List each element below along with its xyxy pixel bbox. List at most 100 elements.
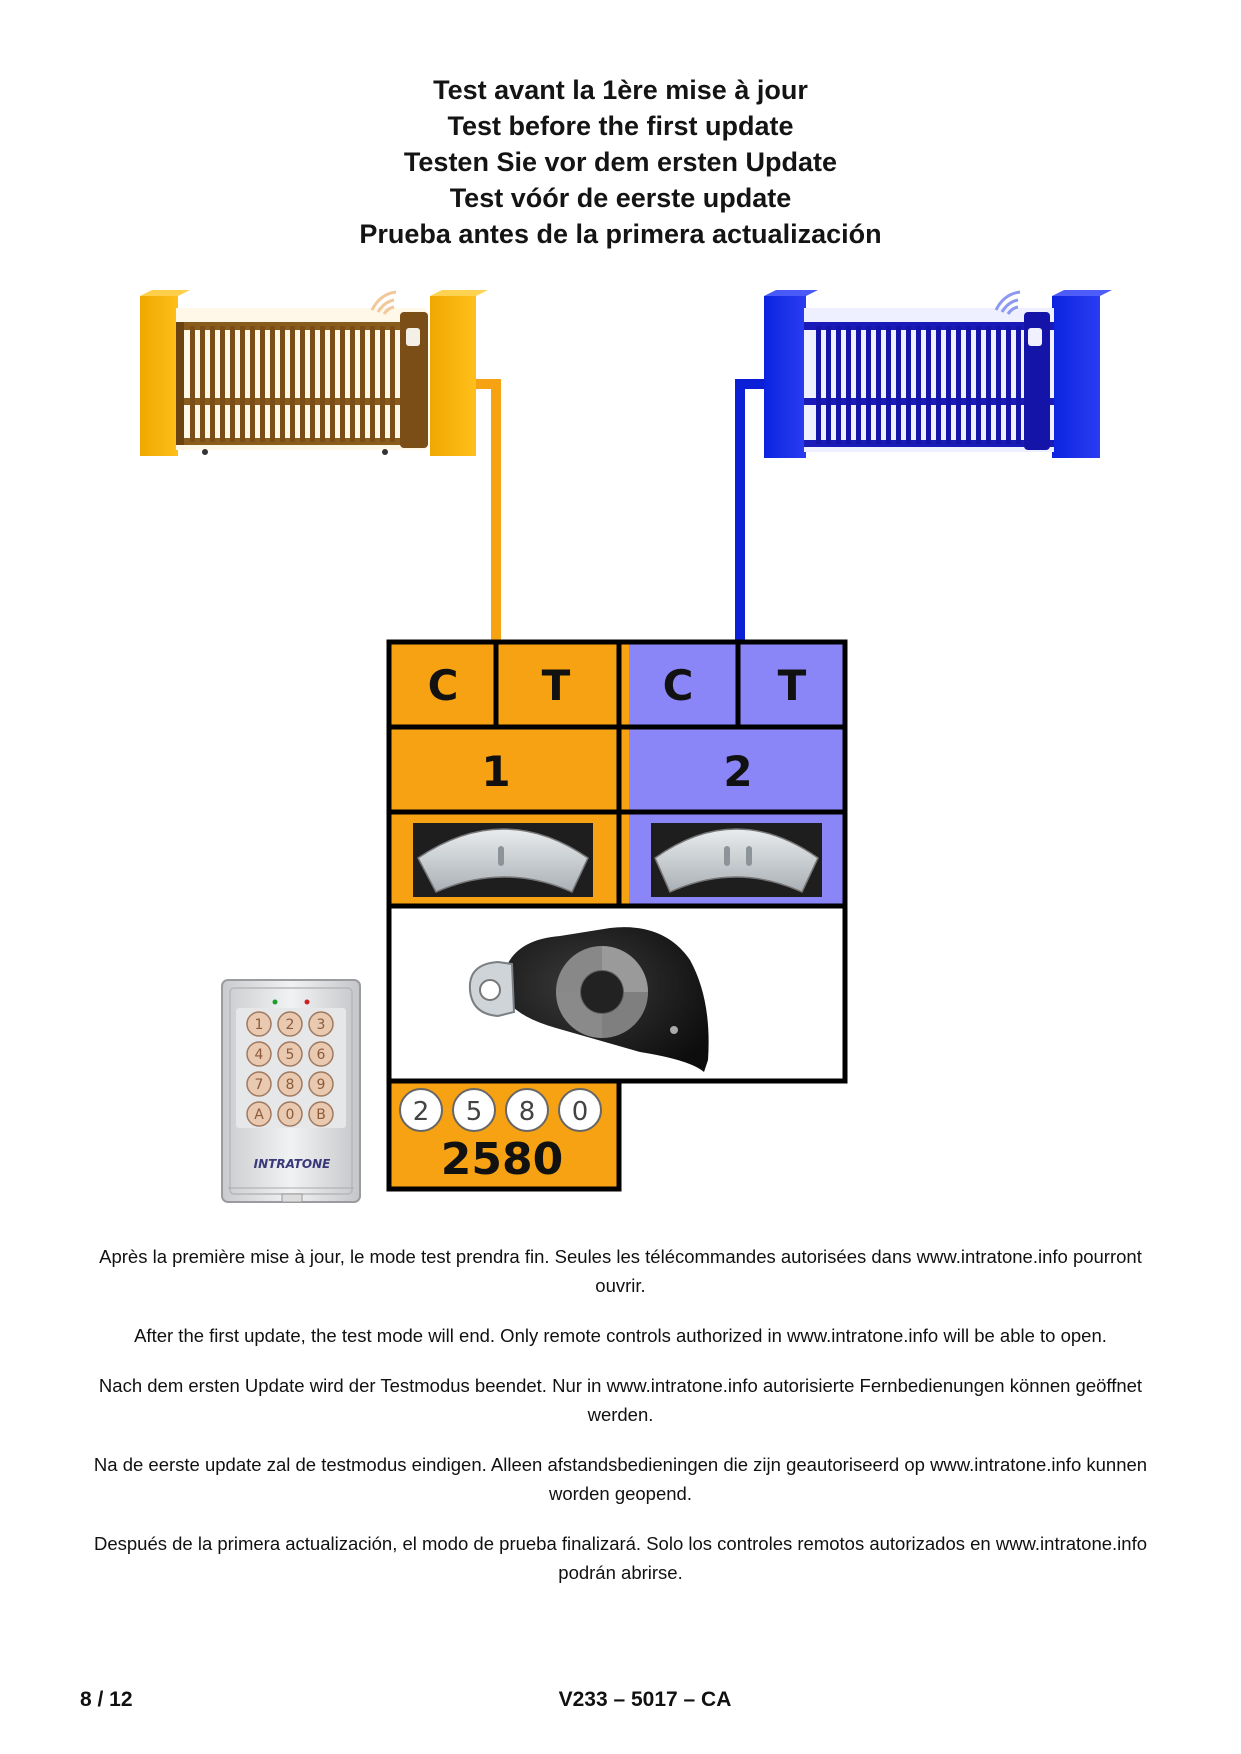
keypad-key bbox=[246, 1071, 272, 1097]
gate-bar bbox=[856, 326, 861, 444]
label-c-1: C bbox=[428, 661, 459, 710]
remote-button-1-icon bbox=[413, 823, 593, 897]
remote-button-2-icon bbox=[651, 823, 822, 897]
gate-bar bbox=[350, 326, 355, 442]
gate-bar bbox=[240, 326, 245, 442]
keypad-brand: INTRATONE bbox=[254, 1157, 332, 1171]
document-reference: V233 – 5017 – CA bbox=[558, 1688, 732, 1711]
gate-bar bbox=[190, 326, 195, 442]
gate-blue-post-left bbox=[764, 296, 806, 458]
keypad-key bbox=[308, 1041, 334, 1067]
gate-bar bbox=[320, 326, 325, 442]
gate-orange-post-left bbox=[140, 296, 178, 456]
gate-bar bbox=[866, 326, 871, 444]
keypad-key bbox=[246, 1041, 272, 1067]
keypad-led-green bbox=[272, 999, 278, 1005]
keypad-key-label: 0 bbox=[286, 1107, 295, 1123]
keypad-led-red bbox=[304, 999, 310, 1005]
gate-blue-post-right bbox=[1052, 296, 1100, 458]
wire-blue bbox=[735, 379, 764, 642]
code-key-8: 8 bbox=[519, 1097, 536, 1127]
gate-bar bbox=[886, 326, 891, 444]
keypad-key-label: 8 bbox=[286, 1077, 295, 1093]
channel-2-label: 2 bbox=[723, 747, 752, 796]
gate-bar bbox=[290, 326, 295, 442]
keypad-key bbox=[277, 1011, 303, 1037]
keypad-key bbox=[277, 1041, 303, 1067]
wiring-diagram: C T C T 1 2 bbox=[140, 290, 1112, 1203]
label-c-2: C bbox=[663, 661, 694, 710]
wire-orange bbox=[476, 379, 501, 642]
gate-bar bbox=[330, 326, 335, 442]
code-key-5: 5 bbox=[466, 1097, 483, 1127]
keypad-key-label: 5 bbox=[286, 1047, 295, 1063]
gate-bar bbox=[876, 326, 881, 444]
test-code: 2580 bbox=[441, 1134, 563, 1185]
keypad-key bbox=[246, 1101, 272, 1127]
label-t-1: T bbox=[542, 661, 571, 710]
gate-bar bbox=[280, 326, 285, 442]
keypad-key bbox=[308, 1101, 334, 1127]
keypad-device: 1 2 3 4 5 6 7 8 9A 0 B INTRATONE bbox=[221, 979, 361, 1203]
keypad-key-label: 9 bbox=[317, 1077, 326, 1093]
title-fr: Test avant la 1ère mise à jour bbox=[433, 75, 808, 105]
gate-bar bbox=[340, 326, 345, 442]
key-fob-icon bbox=[468, 927, 709, 1072]
code-key-0: 0 bbox=[572, 1097, 589, 1127]
keypad-key-label: 4 bbox=[255, 1047, 264, 1063]
gate-bar bbox=[986, 326, 991, 444]
gate-bar bbox=[260, 326, 265, 442]
channel-grid: C T C T 1 2 bbox=[386, 639, 848, 1192]
gate-bar bbox=[946, 326, 951, 444]
title-es: Prueba antes de la primera actualización bbox=[359, 219, 882, 249]
gate-bar bbox=[1016, 326, 1021, 444]
gate-bar bbox=[220, 326, 225, 442]
gate-bar bbox=[210, 326, 215, 442]
instruction-de: Nach dem ersten Update wird der Testmodu… bbox=[98, 1375, 1143, 1425]
keypad-key-label: 6 bbox=[317, 1047, 326, 1063]
keypad-key bbox=[308, 1071, 334, 1097]
code-keys: 2 5 8 0 bbox=[399, 1088, 602, 1132]
gate-orange-post-right bbox=[430, 296, 476, 456]
gate-bar bbox=[916, 326, 921, 444]
gate-bar bbox=[936, 326, 941, 444]
gate-bar bbox=[310, 326, 315, 442]
gate-bar bbox=[380, 326, 385, 442]
instructions: Après la première mise à jour, le mode t… bbox=[90, 1242, 1151, 1608]
keypad-key bbox=[277, 1101, 303, 1127]
gate-bar bbox=[996, 326, 1001, 444]
gate-bar bbox=[826, 326, 831, 444]
keypad-key-label: B bbox=[316, 1107, 326, 1123]
title-nl: Test vóór de eerste update bbox=[449, 183, 792, 213]
gate-bar bbox=[836, 326, 841, 444]
gate-bar bbox=[370, 326, 375, 442]
gate-bar bbox=[816, 326, 821, 444]
keypad-key-label: 3 bbox=[317, 1017, 326, 1033]
keypad-key-label: 1 bbox=[255, 1017, 264, 1033]
keypad-key-label: A bbox=[254, 1107, 264, 1123]
instruction-fr: Après la première mise à jour, le mode t… bbox=[99, 1246, 1142, 1296]
gate-bar bbox=[200, 326, 205, 442]
keypad-key bbox=[246, 1011, 272, 1037]
gate-bar bbox=[846, 326, 851, 444]
gate-bar bbox=[360, 326, 365, 442]
code-key-2: 2 bbox=[413, 1097, 430, 1127]
keypad-key-label: 7 bbox=[255, 1077, 264, 1093]
title-block: Test avant la 1ère mise à jour Test befo… bbox=[0, 72, 1241, 252]
instruction-es: Después de la primera actualización, el … bbox=[93, 1533, 1148, 1583]
gate-bar bbox=[976, 326, 981, 444]
gate-blue bbox=[764, 290, 1112, 458]
gate-bar bbox=[230, 326, 235, 442]
keypad-key bbox=[277, 1071, 303, 1097]
gate-bar bbox=[966, 326, 971, 444]
keypad-key-label: 2 bbox=[286, 1017, 295, 1033]
gate-bar bbox=[896, 326, 901, 444]
page-number: 8 / 12 bbox=[80, 1688, 133, 1711]
gate-bar bbox=[270, 326, 275, 442]
gate-bar bbox=[300, 326, 305, 442]
gate-bar bbox=[250, 326, 255, 442]
label-t-2: T bbox=[778, 661, 807, 710]
title-de: Testen Sie vor dem ersten Update bbox=[403, 147, 838, 177]
gate-bar bbox=[906, 326, 911, 444]
title-en: Test before the first update bbox=[447, 111, 794, 141]
